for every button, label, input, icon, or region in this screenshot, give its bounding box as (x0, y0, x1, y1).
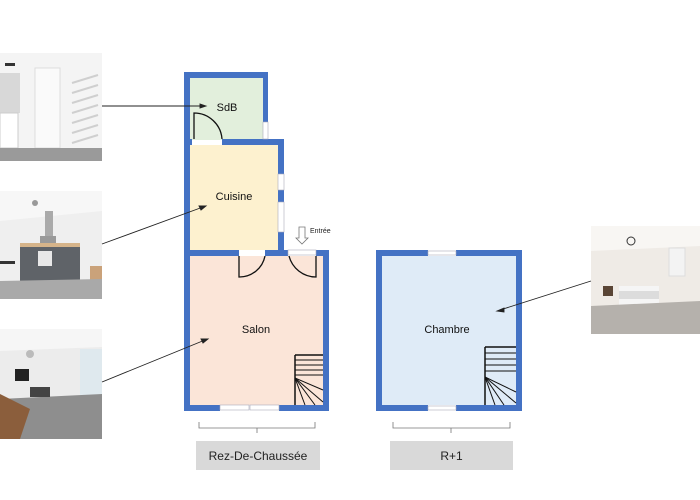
chambre-room (382, 256, 516, 405)
entrance-arrow-icon (295, 226, 309, 245)
ground-floor-windows (219, 121, 317, 411)
cuisine-room (190, 145, 278, 250)
bedroom-photo (591, 226, 700, 334)
ground-stairs (294, 354, 324, 406)
sdb-room (190, 78, 263, 140)
ground-floor-label: Rez-De-Chaussée (196, 441, 320, 470)
first-floor-walls (376, 250, 522, 411)
ground-floor-walls (184, 72, 329, 411)
first-stairs (484, 346, 517, 406)
bathroom-photo (0, 53, 102, 161)
sdb-label: SdB (216, 102, 238, 114)
salon-label: Salon (241, 324, 271, 336)
entrance-label: Entrée (310, 228, 331, 235)
living-room-photo (0, 329, 102, 439)
cuisine-label: Cuisine (215, 191, 253, 203)
doors (193, 112, 317, 278)
kitchen-photo (0, 191, 102, 299)
photo-connectors (101, 103, 592, 383)
level-braces (198, 422, 511, 433)
chambre-label: Chambre (424, 324, 470, 336)
first-floor-label: R+1 (390, 441, 513, 470)
first-floor-windows (427, 250, 457, 411)
